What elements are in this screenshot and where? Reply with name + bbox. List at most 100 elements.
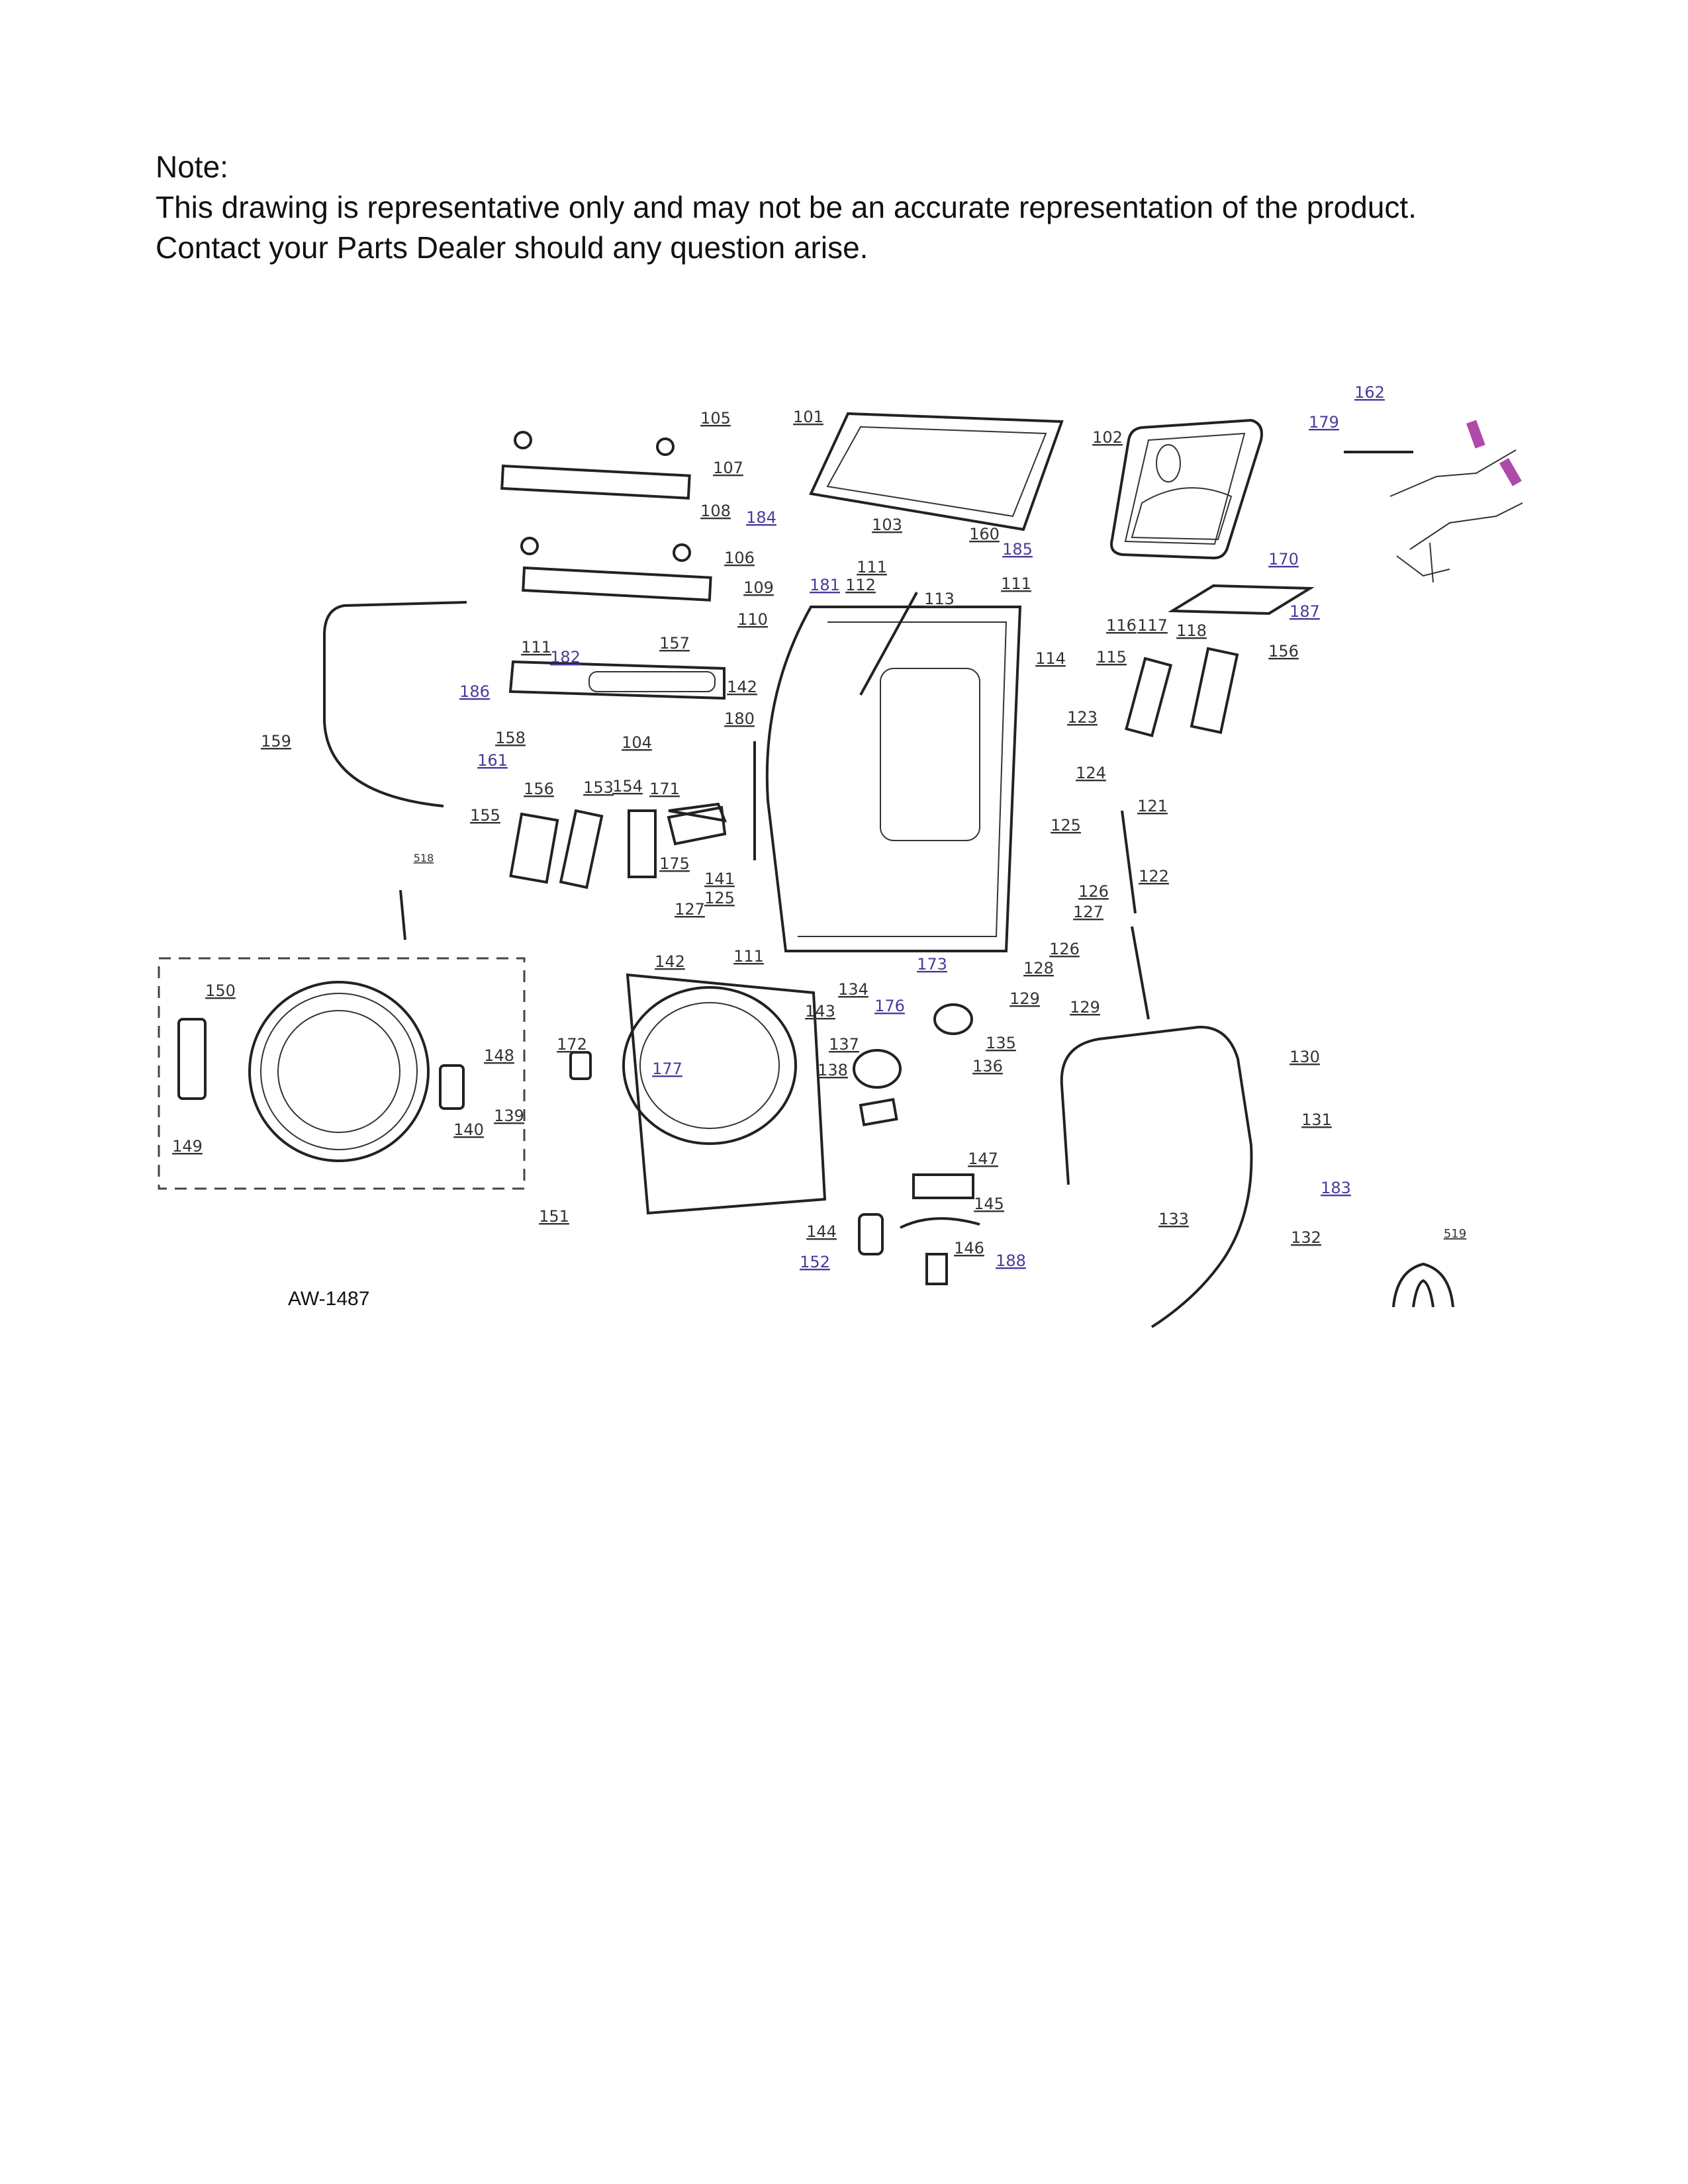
- callout-label: 137: [829, 1035, 859, 1054]
- callout-label: 112: [845, 576, 876, 594]
- callout-label: 133: [1158, 1210, 1189, 1228]
- callout-label: 152: [800, 1253, 830, 1271]
- callout-label: 151: [539, 1207, 569, 1226]
- callout-label: 149: [172, 1137, 203, 1156]
- callout-label: 182: [550, 648, 581, 666]
- callout-label: 121: [1137, 797, 1168, 815]
- callout-label: 147: [968, 1150, 998, 1168]
- board-170: [1168, 584, 1315, 615]
- callout-label: 127: [675, 900, 705, 919]
- callout-label: 128: [1023, 959, 1054, 978]
- callout-label: 142: [655, 952, 685, 971]
- callout-label: 109: [743, 578, 774, 597]
- callout-label: 142: [727, 678, 757, 696]
- callout-label: 171: [649, 780, 680, 798]
- callout-label: 180: [724, 709, 755, 728]
- callout-label: 148: [484, 1046, 514, 1065]
- door-151: [248, 981, 430, 1162]
- callout-label: 172: [557, 1035, 587, 1054]
- callout-label: 185: [1002, 540, 1033, 559]
- callout-label: 106: [724, 549, 755, 567]
- callout-label: 181: [810, 576, 840, 594]
- callout-label: 126: [1049, 940, 1080, 958]
- callout-label: 122: [1139, 867, 1169, 886]
- wire-harness-162: [1389, 449, 1523, 583]
- callout-label: 102: [1092, 428, 1123, 447]
- bracket-107: [500, 464, 691, 500]
- callout-label: 114: [1035, 649, 1066, 668]
- front-panel-143: [626, 973, 827, 1215]
- callout-label: 111: [521, 638, 551, 657]
- callout-label: 134: [838, 980, 868, 999]
- drain-hose-133: [1060, 1025, 1253, 1328]
- callout-label: 155: [470, 806, 500, 825]
- callout-label: 131: [1301, 1111, 1332, 1129]
- callout-label: 154: [612, 777, 643, 796]
- callout-label: 170: [1268, 550, 1299, 569]
- callout-label: 150: [205, 981, 236, 1000]
- diagram-code: AW-1487: [288, 1288, 369, 1310]
- note-line-1: This drawing is representative only and …: [156, 190, 1417, 224]
- connector: [1466, 420, 1485, 449]
- gasket-102: [1110, 418, 1263, 560]
- callout-label: 186: [459, 682, 490, 701]
- callout-label: 111: [857, 558, 887, 576]
- callout-label: 187: [1289, 602, 1320, 621]
- callout-label: 101: [793, 408, 823, 426]
- callout-label: 145: [974, 1195, 1004, 1213]
- callout-label: 160: [969, 525, 1000, 543]
- bracket-106: [522, 566, 712, 602]
- callout-label: 158: [495, 729, 526, 747]
- callout-label: 179: [1309, 413, 1339, 432]
- callout-label: 156: [1268, 642, 1299, 660]
- callout-labels: 105 101 102 162 179 107 108 184 103 160 …: [172, 383, 1466, 1310]
- callout-label: 156: [524, 780, 554, 798]
- callout-label: 143: [805, 1002, 835, 1021]
- callout-label: 115: [1096, 648, 1127, 666]
- callout-label: 130: [1289, 1048, 1320, 1066]
- callout-label: 111: [1001, 574, 1031, 593]
- door-assembly-box: [158, 957, 526, 1190]
- callout-label: 139: [494, 1107, 524, 1125]
- callout-label: 173: [917, 955, 947, 974]
- callout-label: 110: [737, 610, 768, 629]
- callout-label: 141: [704, 870, 735, 888]
- callout-label: 161: [477, 751, 508, 770]
- callout-label: 175: [659, 854, 690, 873]
- callout-label: 104: [622, 733, 652, 752]
- callout-label: 159: [261, 732, 291, 751]
- callout-label: 188: [996, 1251, 1026, 1270]
- callout-label: 138: [818, 1061, 848, 1079]
- callout-label: 111: [733, 947, 764, 966]
- callout-label: 126: [1078, 882, 1109, 901]
- note-heading: Note:: [156, 150, 228, 184]
- parts-drawing: [158, 412, 1523, 1328]
- callout-label: 519: [1444, 1227, 1466, 1241]
- connector: [1499, 457, 1522, 486]
- callout-label: 127: [1073, 903, 1103, 921]
- callout-label: 116: [1106, 616, 1137, 635]
- module-115: [1125, 657, 1173, 738]
- control-panel-158: [508, 660, 726, 700]
- module-118: [1190, 647, 1239, 735]
- callout-label: 162: [1354, 383, 1385, 402]
- callout-label: 105: [700, 409, 731, 428]
- callout-label: 144: [806, 1222, 837, 1241]
- callout-label: 184: [746, 508, 776, 527]
- callout-label: 153: [583, 778, 614, 797]
- callout-label: 146: [954, 1239, 984, 1257]
- callout-label: 136: [972, 1057, 1003, 1075]
- callout-label: 107: [713, 459, 743, 477]
- callout-label: 135: [986, 1034, 1016, 1052]
- top-panel-101: [809, 412, 1064, 531]
- callout-label: 177: [652, 1060, 682, 1078]
- callout-label: 132: [1291, 1228, 1321, 1247]
- callout-label: 129: [1009, 989, 1040, 1008]
- callout-label: 125: [1051, 816, 1081, 835]
- callout-label: 123: [1067, 708, 1098, 727]
- callout-label: 157: [659, 634, 690, 653]
- callout-label: 183: [1321, 1179, 1351, 1197]
- callout-label: 129: [1070, 998, 1100, 1017]
- part-519: [1392, 1262, 1454, 1308]
